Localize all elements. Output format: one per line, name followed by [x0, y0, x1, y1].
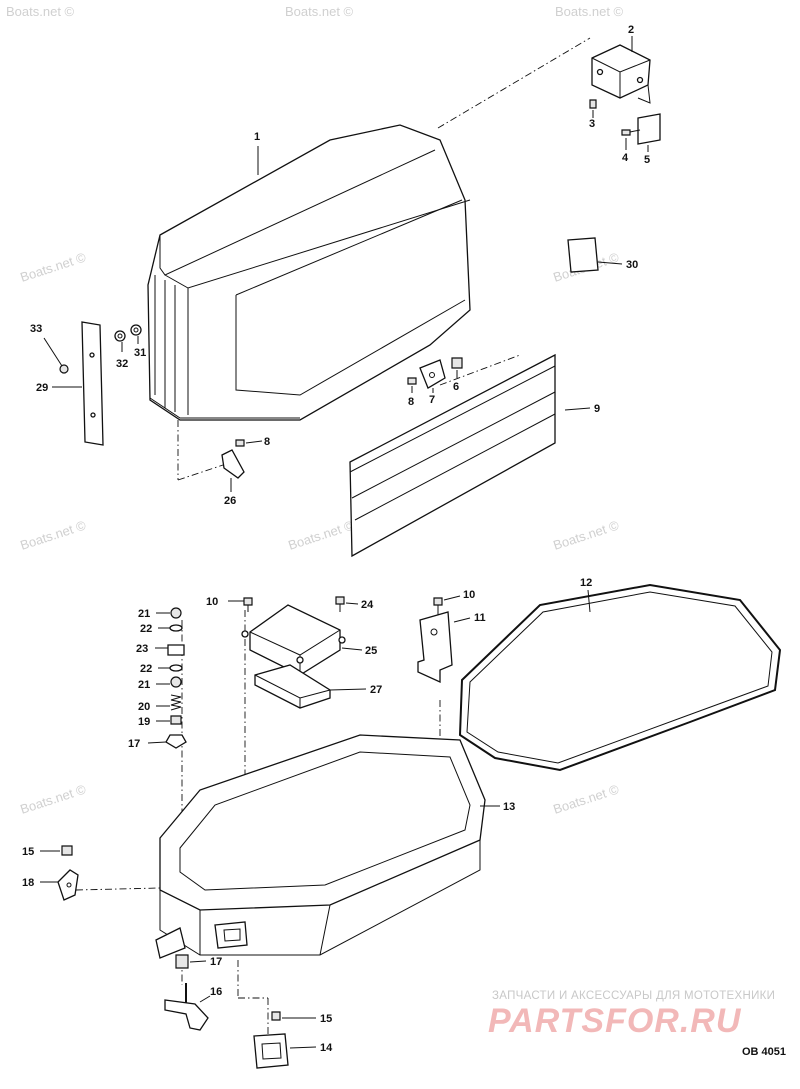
nut-6 [451, 357, 463, 369]
watermark: Boats.net © [551, 781, 621, 816]
screw-33 [59, 364, 69, 374]
nut-17-lower [175, 954, 189, 969]
callout: 7 [429, 394, 435, 406]
callout: 33 [30, 323, 42, 335]
callout: 12 [580, 577, 592, 589]
callout: 21 [138, 608, 150, 620]
lever-16 [164, 983, 209, 1031]
watermark: Boats.net © [286, 517, 356, 552]
screw-10-right [433, 597, 443, 618]
bracket-26 [221, 449, 245, 479]
callout: 19 [138, 716, 150, 728]
watermark: Boats.net © [18, 781, 88, 816]
seal-12 [458, 583, 782, 772]
drawing-code: OB 4051 [742, 1046, 787, 1058]
screw-24 [335, 596, 345, 612]
callout: 30 [626, 259, 638, 271]
callout: 14 [320, 1042, 333, 1054]
brand-logo: PARTSFOR.RU [488, 1002, 742, 1040]
pad-27 [254, 664, 331, 709]
screw-10-left [243, 597, 253, 612]
callout: 20 [138, 701, 150, 713]
callout: 10 [463, 589, 475, 601]
callout: 8 [264, 436, 270, 448]
side-panel-9 [349, 353, 556, 558]
callout: 2 [628, 24, 634, 36]
bracket-11 [417, 611, 453, 684]
callout: 16 [210, 986, 222, 998]
callout: 22 [140, 623, 152, 635]
callout: 22 [140, 663, 152, 675]
callout: 3 [589, 118, 595, 130]
handle-14 [253, 1033, 289, 1069]
callout: 25 [365, 645, 377, 657]
callout: 21 [138, 679, 150, 691]
watermark: Boats.net © [551, 517, 621, 552]
plate-5 [637, 113, 661, 145]
callout: 8 [408, 396, 414, 408]
callout: 31 [134, 347, 146, 359]
callout: 4 [622, 152, 629, 164]
plate-29 [81, 321, 104, 446]
washer-32 [114, 330, 126, 342]
decal-30 [567, 237, 599, 273]
watermark: Boats.net © [18, 249, 88, 284]
callout: 27 [370, 684, 382, 696]
callout: 10 [206, 596, 218, 608]
callout: 24 [361, 599, 374, 611]
leader-lines [40, 36, 649, 1049]
callout: 6 [453, 381, 459, 393]
watermark: Boats.net © [18, 517, 88, 552]
screw-8-lower [235, 439, 245, 447]
callout: 32 [116, 358, 128, 370]
screw-8-upper [407, 377, 417, 385]
callout: 17 [128, 738, 140, 750]
callout: 1 [254, 131, 260, 143]
callout: 5 [644, 154, 650, 166]
callout: 26 [224, 495, 236, 507]
callout: 17 [210, 956, 222, 968]
watermark: Boats.net © [555, 4, 624, 19]
callout: 15 [22, 846, 34, 858]
module-25 [241, 604, 346, 676]
screw-4 [621, 129, 641, 136]
fastener-stack [165, 607, 187, 749]
watermark: Boats.net © [6, 4, 75, 19]
callout-labels: 1 2 3 4 5 30 33 31 32 29 8 7 6 9 8 26 10… [22, 24, 650, 1054]
engine-cover [147, 124, 471, 421]
callout: 18 [22, 877, 34, 889]
bracket-2 [591, 44, 651, 104]
brand-tagline: ЗАПЧАСТИ И АКСЕССУАРЫ ДЛЯ МОТОТЕХНИКИ [492, 990, 776, 1002]
callout: 15 [320, 1013, 332, 1025]
screw-15-left [61, 845, 73, 856]
latch-7 [419, 359, 446, 389]
callout: 23 [136, 643, 148, 655]
nut-31 [130, 324, 142, 336]
watermark: Boats.net © [285, 4, 354, 19]
callout: 13 [503, 801, 515, 813]
screw-3 [589, 99, 597, 109]
lower-pan-13 [155, 734, 486, 959]
screw-15-right [271, 1011, 281, 1021]
callout: 9 [594, 403, 600, 415]
clip-18 [57, 869, 79, 901]
callout: 11 [474, 612, 486, 624]
callout: 29 [36, 382, 48, 394]
